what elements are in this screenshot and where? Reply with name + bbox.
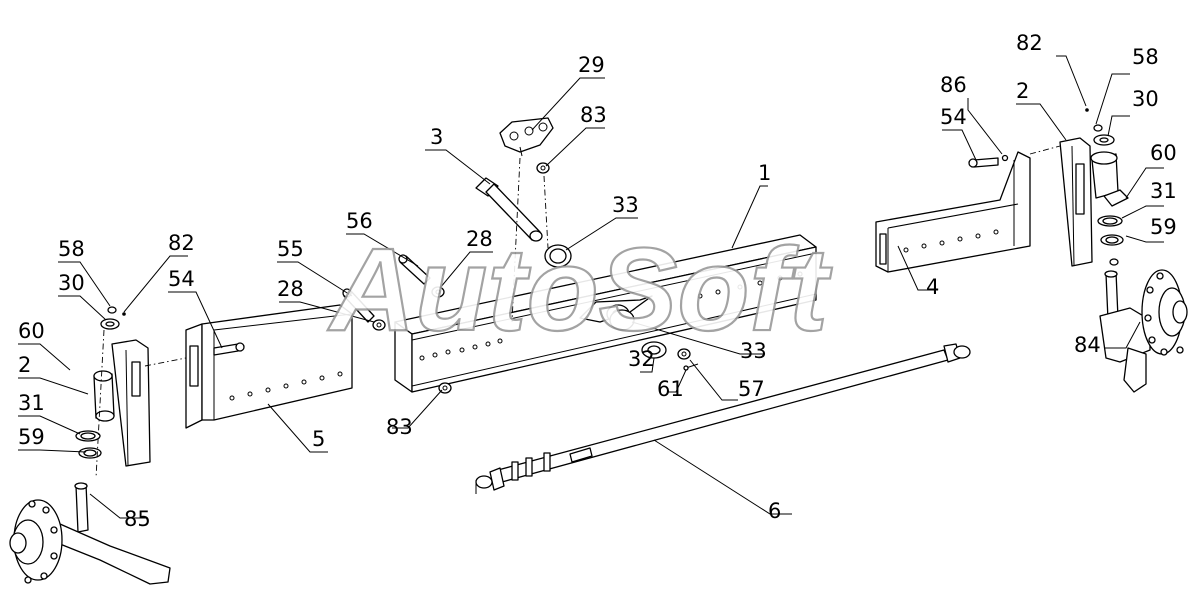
callout-83: 83 [386, 415, 413, 439]
callout-82: 82 [168, 231, 195, 255]
callout-29: 29 [578, 53, 605, 77]
callout-30: 30 [1132, 87, 1159, 111]
bushing-part-33-lower [609, 309, 635, 331]
callout-1: 1 [758, 161, 771, 185]
right-pin-part-58 [1093, 124, 1103, 132]
tie-rod-clamps [511, 447, 593, 481]
left-spindle-tube-part-60 [93, 370, 115, 422]
left-hub-part-85 [9, 482, 171, 585]
callout-54: 54 [940, 105, 967, 129]
callout-31: 31 [1150, 179, 1177, 203]
callout-61: 61 [657, 377, 684, 401]
left-extension-part-5 [185, 304, 353, 429]
callout-56: 56 [346, 209, 373, 233]
callout-57: 57 [738, 377, 765, 401]
callout-5: 5 [312, 427, 325, 451]
bolt-part-54-right [968, 157, 999, 168]
callout-6: 6 [768, 499, 781, 523]
callout-82: 82 [1016, 31, 1043, 55]
callout-33: 33 [740, 339, 767, 363]
callout-32: 32 [628, 347, 655, 371]
right-cotter-part-82 [1085, 108, 1089, 112]
right-extension-part-4 [875, 151, 1031, 273]
leader-lines [18, 55, 1164, 519]
callout-59: 59 [18, 425, 45, 449]
right-washer-part-30 [1093, 134, 1115, 146]
left-washer-part-30 [100, 318, 120, 330]
callout-60: 60 [18, 319, 45, 343]
callout-4: 4 [926, 275, 939, 299]
watermark-text: AutoSoft [327, 224, 833, 356]
left-hub-studs [24, 500, 58, 584]
nut-part-28-upper [431, 286, 445, 298]
bolt-part-55 [342, 288, 375, 323]
bushing-part-33-top [544, 244, 572, 268]
callout-28: 28 [466, 227, 493, 251]
callout-86: 86 [940, 73, 967, 97]
bolt-part-54-left [213, 342, 245, 356]
callout-60: 60 [1150, 141, 1177, 165]
left-extension-holes [229, 371, 343, 401]
left-cotter-part-82 [122, 312, 126, 316]
nut-part-28-lower [372, 319, 386, 331]
right-hub-studs [1144, 272, 1184, 356]
pin-part-3 [475, 177, 543, 242]
right-bracket-part-2 [1059, 137, 1093, 267]
callout-30: 30 [58, 271, 85, 295]
callout-58: 58 [58, 237, 85, 261]
axle-beam-holes [419, 271, 803, 361]
right-washer-part-59 [1100, 234, 1124, 246]
right-extension-holes [903, 229, 999, 253]
callout-83: 83 [580, 103, 607, 127]
nut-part-57 [677, 348, 691, 360]
callout-33: 33 [612, 193, 639, 217]
right-tube-part-60 [1090, 151, 1129, 207]
callout-2: 2 [18, 353, 31, 377]
right-hub-part-84 [1099, 269, 1188, 393]
washer-part-86 [1001, 154, 1009, 162]
callout-85: 85 [124, 507, 151, 531]
left-pin-part-58 [107, 306, 117, 314]
callout-2: 2 [1016, 79, 1029, 103]
left-washer-part-59 [78, 447, 102, 459]
callout-55: 55 [277, 237, 304, 261]
left-bracket-part-2 [111, 339, 151, 467]
pivot-plate-part-29 [499, 117, 554, 157]
callout-28: 28 [277, 277, 304, 301]
callout-labels: 29 83 3 33 1 56 28 55 28 54 58 82 30 60 … [18, 31, 1177, 531]
left-washer-part-31 [75, 430, 101, 442]
right-washer-part-31 [1097, 215, 1123, 227]
callout-54: 54 [168, 267, 195, 291]
callout-3: 3 [430, 125, 443, 149]
callout-58: 58 [1132, 45, 1159, 69]
callout-84: 84 [1074, 333, 1101, 357]
callout-59: 59 [1150, 215, 1177, 239]
tie-rod-part-6 [475, 343, 971, 494]
callout-31: 31 [18, 391, 45, 415]
